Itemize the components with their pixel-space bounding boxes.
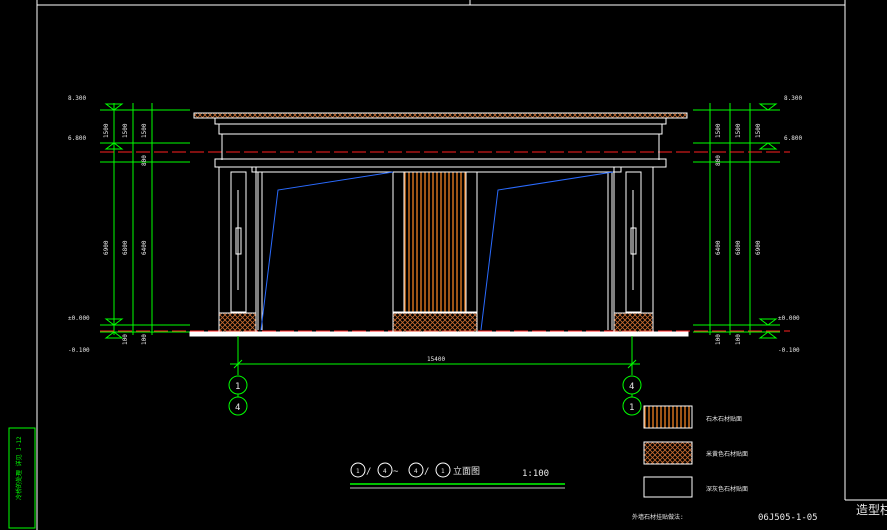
dim-span: 15400 (427, 356, 445, 363)
legend-label-1: 石木石材贴面 (706, 415, 742, 423)
axis-right-top: 4 (629, 382, 634, 392)
dim-left-6400: 6400 (141, 240, 148, 255)
title-circle-3: 4 (414, 468, 418, 475)
dim-right-800: 800 (715, 155, 722, 166)
dim-left-1500-c: 1500 (141, 123, 148, 138)
level-top-left: 8.300 (68, 95, 86, 102)
legend-swatch-hatch (643, 441, 693, 465)
axis-left-bottom: 4 (235, 403, 240, 413)
note-label: 外墙石材挂贴做法: (632, 513, 684, 521)
title-sep-2: ~ (393, 467, 399, 477)
axis-left-top: 1 (235, 382, 240, 392)
dim-right-1500-c: 1500 (755, 123, 762, 138)
dim-right-100-a: 100 (715, 334, 722, 345)
corner-label: 造型柱 (856, 502, 887, 517)
axis-dimension (230, 336, 640, 375)
title-circle-4: 1 (441, 468, 445, 475)
dim-right-6800: 6800 (735, 240, 742, 255)
legend-swatch-wood (643, 405, 693, 429)
axis-marker-left: 1 4 (228, 375, 248, 416)
legend-swatch-plain (643, 476, 693, 498)
dim-left-6800: 6800 (122, 240, 129, 255)
axis-marker-right: 4 1 (622, 375, 642, 416)
dim-left-100-a: 100 (122, 334, 129, 345)
title-scale: 1:100 (522, 469, 549, 479)
note-ref: 06J505-1-05 (758, 513, 818, 523)
level-mid-right: 6.800 (784, 135, 802, 142)
level-below-left: -0.100 (68, 347, 90, 354)
side-strip-text: 冷桥的处理 详见 J-12 (15, 436, 23, 500)
dim-right-6900: 6900 (755, 240, 762, 255)
dim-left-800: 800 (141, 155, 148, 166)
dim-left-1500-a: 1500 (103, 123, 110, 138)
dim-right-100-b: 100 (735, 334, 742, 345)
dim-left-6900: 6900 (103, 240, 110, 255)
right-dimensions (693, 103, 780, 339)
dim-right-1500-b: 1500 (735, 123, 742, 138)
legend-label-2: 米黄色石材贴面 (706, 450, 748, 458)
title-suffix: 立面图 (453, 465, 480, 477)
drawing-frame (36, 0, 887, 530)
building-elevation (189, 112, 689, 337)
title-sep-3: / (424, 467, 429, 477)
level-ground-right: ±0.000 (778, 315, 800, 322)
title-circle-1: 1 (356, 468, 360, 475)
dim-left-1500-b: 1500 (122, 123, 129, 138)
left-dimensions (100, 103, 190, 339)
title-sep-1: / (366, 467, 371, 477)
side-strip: 冷桥的处理 详见 J-12 (8, 427, 36, 529)
dim-left-100-b: 100 (141, 334, 148, 345)
axis-right-bottom: 1 (629, 403, 634, 413)
level-ground-left: ±0.000 (68, 315, 90, 322)
legend: 石木石材贴面 米黄色石材贴面 深灰色石材贴面 (643, 405, 748, 498)
door-swing-lines (260, 171, 614, 331)
dim-right-1500-a: 1500 (715, 123, 722, 138)
legend-label-3: 深灰色石材贴面 (706, 485, 748, 493)
drawing-title: 1 / 4 ~ 4 / 1 立面图 1:100 (350, 462, 565, 489)
title-circle-2: 4 (383, 468, 387, 475)
dim-right-6400: 6400 (715, 240, 722, 255)
level-mid-left: 6.800 (68, 135, 86, 142)
level-below-right: -0.100 (778, 347, 800, 354)
level-top-right: 8.300 (784, 95, 802, 102)
